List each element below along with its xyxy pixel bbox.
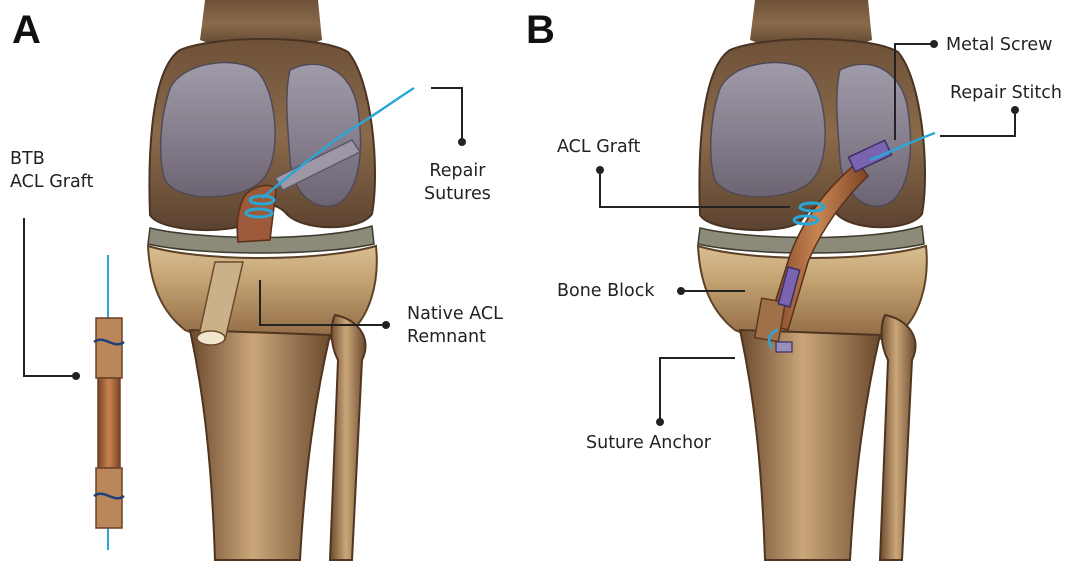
leader-btb	[24, 218, 75, 376]
btb-graft-illustration	[94, 255, 124, 550]
femoral-cartilage-b	[711, 63, 825, 197]
label-repair-sutures: Repair Sutures	[424, 160, 491, 206]
leader-repair-stitch	[940, 112, 1015, 136]
label-repair-stitch: Repair Stitch	[950, 82, 1062, 105]
panel-a-letter: A	[12, 10, 41, 50]
femoral-cartilage	[161, 63, 275, 197]
graft-tendon	[98, 378, 120, 468]
leader-repair-stitch-dot	[1012, 107, 1018, 113]
panel-b-knee	[698, 0, 935, 560]
label-suture-anchor: Suture Anchor	[586, 432, 711, 455]
tibial-tunnel-opening	[197, 331, 225, 345]
suture-anchor-b	[776, 342, 792, 352]
label-repair-sutures-line1: Repair	[424, 160, 491, 183]
panel-a-knee	[148, 0, 414, 560]
label-acl-graft: ACL Graft	[557, 136, 640, 159]
graft-bone-block-top	[96, 318, 122, 378]
label-native-acl-line1: Native ACL	[407, 303, 503, 326]
leader-suture-anchor	[660, 358, 735, 420]
femoral-cartilage-right	[287, 64, 361, 206]
leader-metal-screw-dot	[931, 41, 937, 47]
tibia-shaft-b	[740, 330, 880, 560]
label-btb-acl-graft: BTB ACL Graft	[10, 148, 93, 194]
leader-bone-block-dot	[678, 288, 684, 294]
label-btb-line1: BTB	[10, 148, 93, 171]
label-btb-line2: ACL Graft	[10, 171, 93, 194]
label-native-acl-line2: Remnant	[407, 326, 503, 349]
leader-native-acl-dot	[383, 322, 389, 328]
label-repair-sutures-line2: Sutures	[424, 183, 491, 206]
label-metal-screw: Metal Screw	[946, 34, 1053, 57]
fibula	[330, 315, 366, 560]
leader-suture-anchor-dot	[657, 419, 663, 425]
leader-repair-sutures	[431, 88, 462, 140]
label-bone-block: Bone Block	[557, 280, 654, 303]
fibula-b	[880, 315, 916, 560]
leader-btb-dot	[73, 373, 79, 379]
label-native-acl-remnant: Native ACL Remnant	[407, 303, 503, 349]
panel-b-letter: B	[526, 10, 555, 50]
leader-acl-graft-dot	[597, 167, 603, 173]
leader-repair-sutures-dot	[459, 139, 465, 145]
tibia-shaft	[190, 330, 330, 560]
